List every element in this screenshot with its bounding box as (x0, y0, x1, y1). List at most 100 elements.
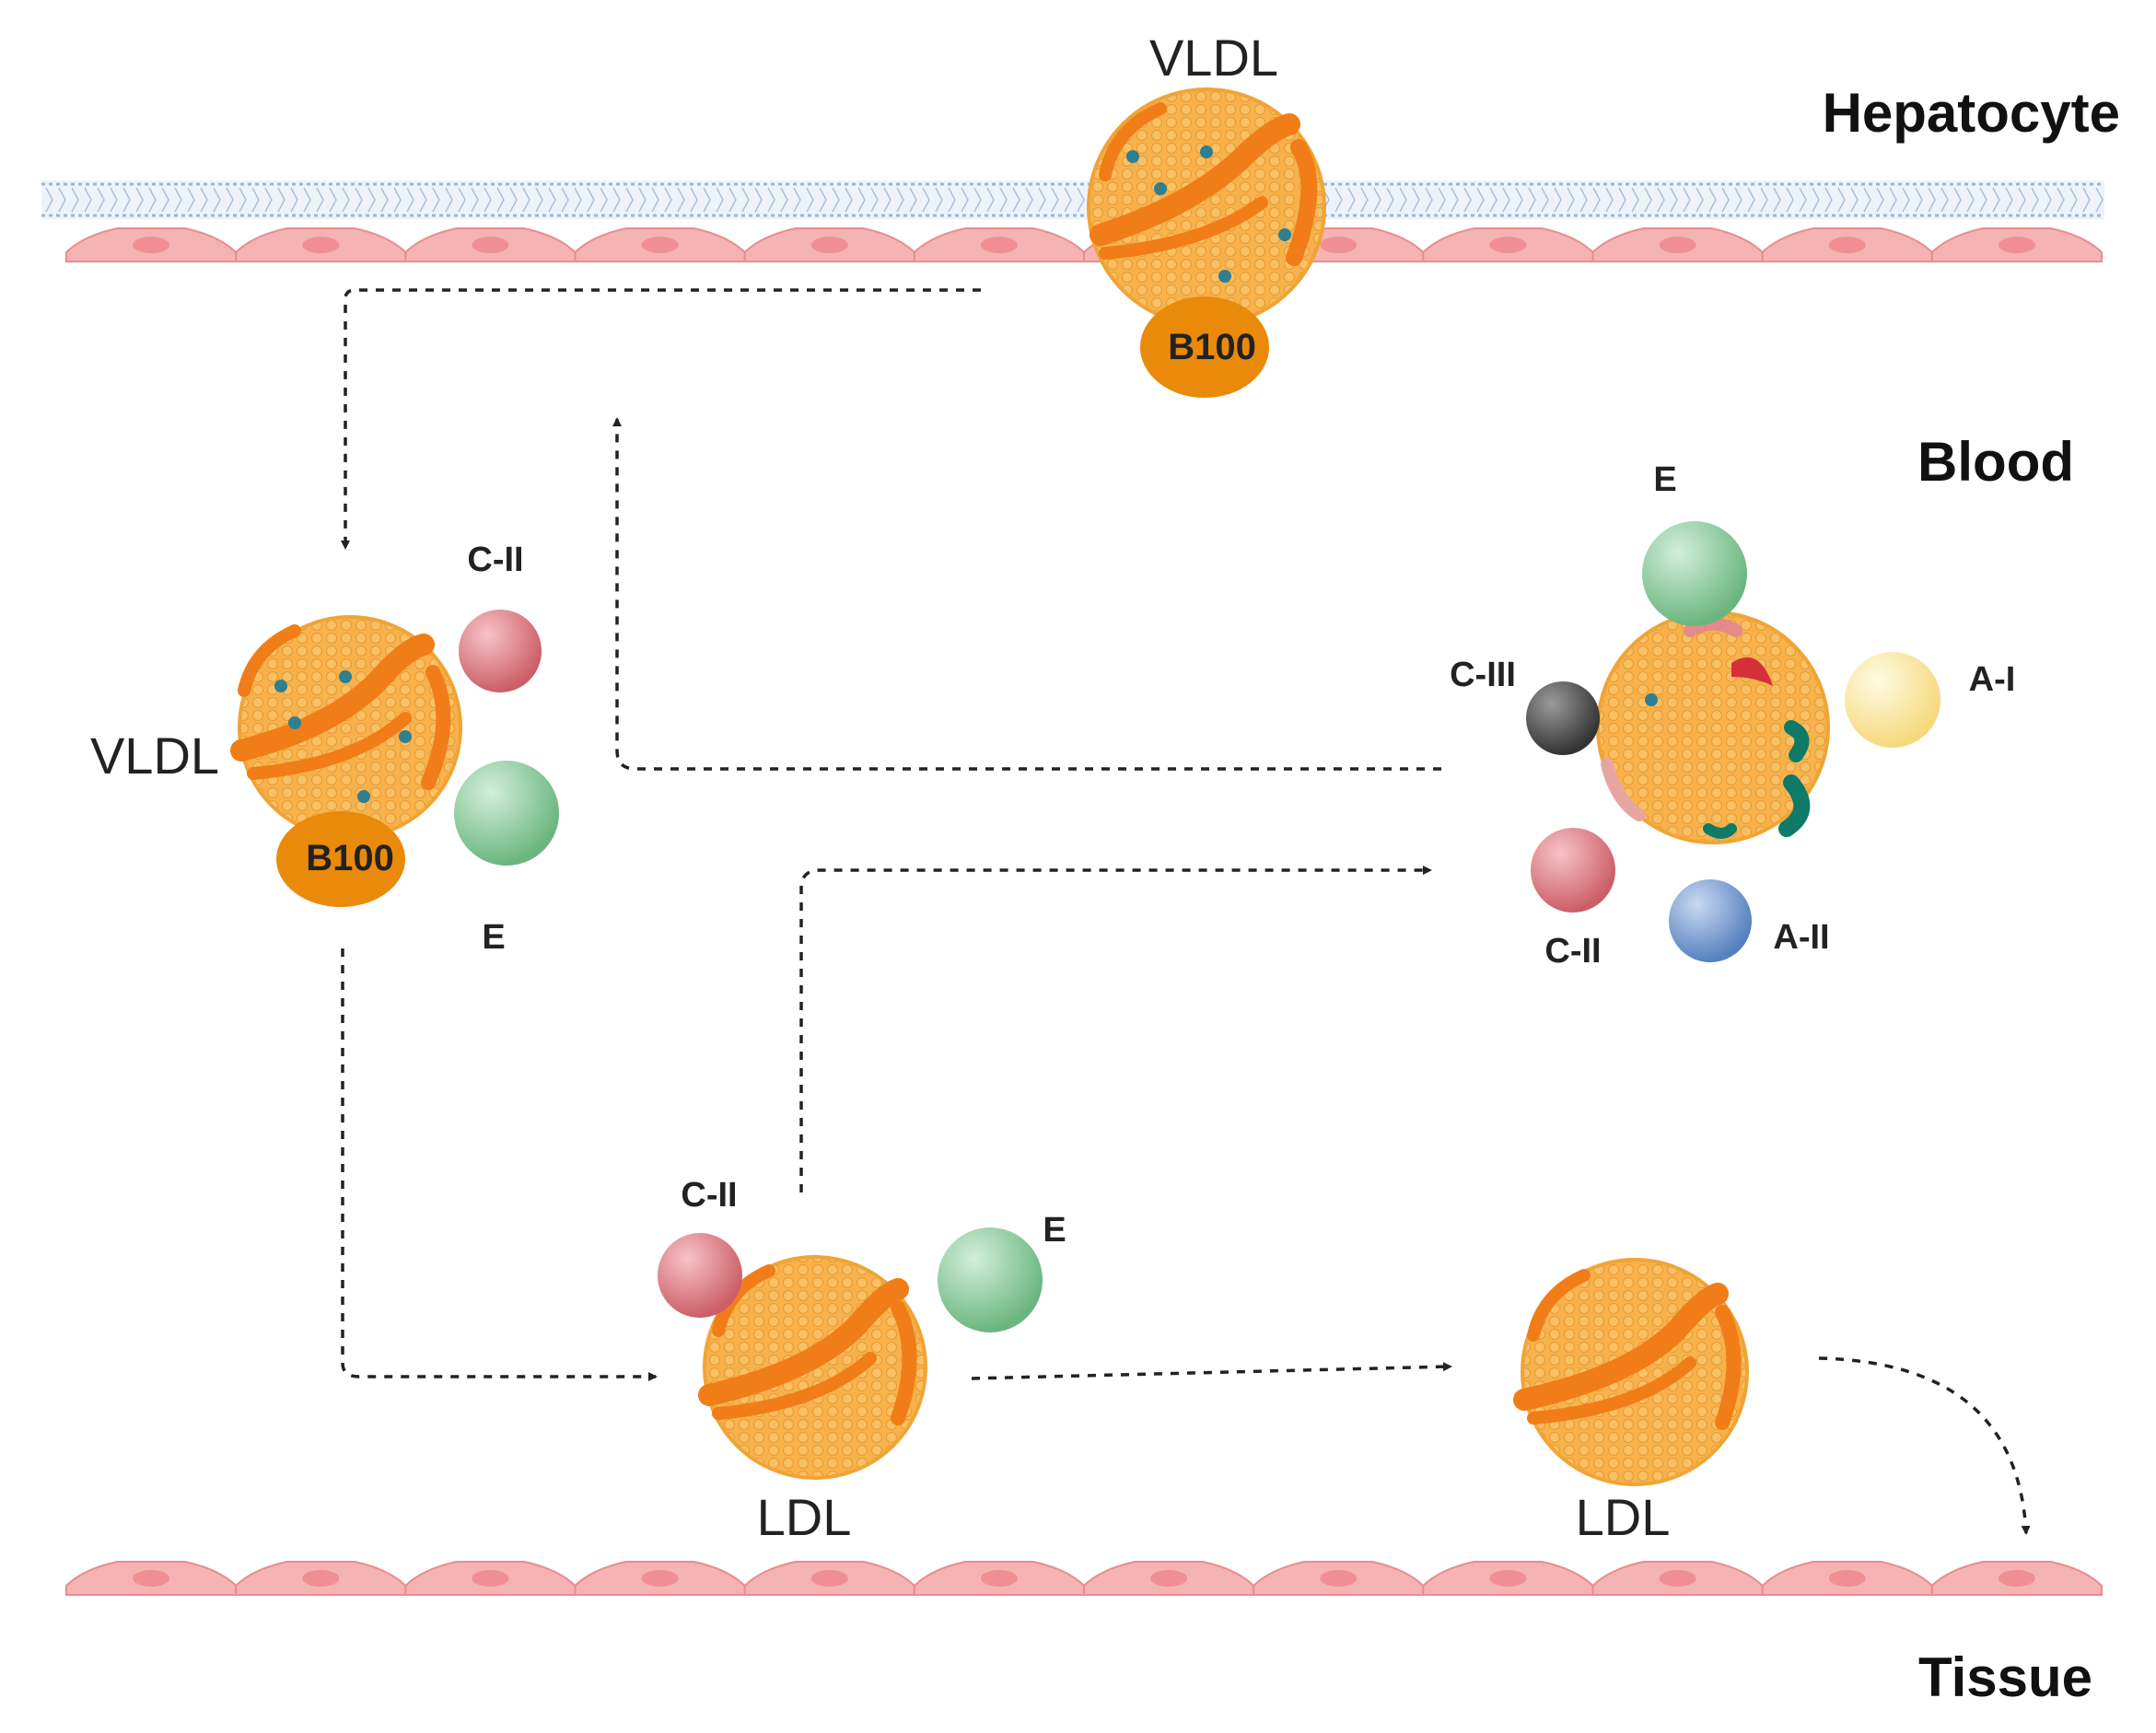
blood-label: Blood (1917, 431, 2074, 493)
membrane-lipid (883, 187, 892, 213)
hepatocyte-cell-nucleus (1828, 237, 1866, 253)
membrane-lipid (935, 187, 943, 213)
apoc2-right-label: C-II (1544, 932, 1601, 971)
hepatocyte-cell-nucleus (810, 237, 848, 253)
membrane-lipid (2018, 187, 2026, 213)
membrane-lipid (1760, 187, 1768, 213)
membrane-lipid (1644, 187, 1652, 213)
membrane-lipid (1940, 187, 1949, 213)
membrane-lipid (367, 187, 376, 213)
membrane-lipid (767, 187, 775, 213)
membrane-lipid (2005, 187, 2013, 213)
membrane-lipid (496, 187, 505, 213)
membrane-lipid (97, 187, 105, 213)
hepatocyte-cell-nucleus (302, 237, 340, 253)
apoc2-left-label: C-II (467, 541, 523, 579)
tissue-cell-nucleus (302, 1570, 340, 1587)
membrane-lipid (1592, 187, 1601, 213)
membrane-lipid (58, 187, 66, 213)
tissue-cell-nucleus (1489, 1570, 1527, 1587)
membrane-lipid (329, 187, 337, 213)
membrane-lipid (1605, 187, 1614, 213)
membrane-lipid (264, 187, 273, 213)
membrane-lipid (1915, 187, 1923, 213)
membrane-lipid (1438, 187, 1446, 213)
membrane-lipid (1051, 187, 1059, 213)
membrane-lipid (664, 187, 672, 213)
membrane-lipid (1837, 187, 1846, 213)
apoe-middle-label: E (1043, 1211, 1066, 1250)
membrane-lipid (870, 187, 879, 213)
membrane-lipid (1696, 187, 1704, 213)
membrane-lipid (1670, 187, 1678, 213)
hepatocyte-cell-nucleus (1998, 237, 2035, 253)
membrane-lipid (574, 187, 582, 213)
membrane-lipid (251, 187, 260, 213)
membrane-lipid (1038, 187, 1046, 213)
membrane-lipid (380, 187, 389, 213)
vldl-top-label: VLDL (1149, 29, 1278, 87)
membrane-lipid (587, 187, 595, 213)
arrow-ldl-to-hdl (799, 866, 1432, 1192)
membrane-lipid (948, 187, 956, 213)
hepatocyte-cell-nucleus (472, 237, 509, 253)
membrane-lipid (1966, 187, 1975, 213)
membrane-lipid (999, 187, 1008, 213)
membrane-lipid (1683, 187, 1691, 213)
membrane-lipid (1412, 187, 1420, 213)
membrane-lipid (561, 187, 569, 213)
ldl-particle-middle: C-II E LDL (658, 1176, 1066, 1546)
membrane-lipid (832, 187, 840, 213)
membrane-lipid (535, 187, 543, 213)
tissue-cell-nucleus (1998, 1570, 2035, 1587)
membrane-lipid (484, 187, 492, 213)
apoa2-right (1669, 879, 1752, 962)
membrane-lipid (716, 187, 724, 213)
membrane-lipid (857, 187, 866, 213)
membrane-lipid (1579, 187, 1588, 213)
membrane-lipid (187, 187, 195, 213)
apoa2-right-label: A-II (1773, 918, 1829, 957)
membrane-lipid (122, 187, 131, 213)
membrane-lipid (239, 187, 247, 213)
apob100-left-label: B100 (306, 838, 394, 878)
membrane-lipid (1734, 187, 1742, 213)
membrane-lipid (793, 187, 801, 213)
membrane-lipid (845, 187, 853, 213)
membrane-lipid (2069, 187, 2078, 213)
tissue-cell-row (65, 1561, 2103, 1596)
membrane-lipid (200, 187, 208, 213)
membrane-lipid (896, 187, 904, 213)
membrane-lipid (290, 187, 298, 213)
membrane-lipid (419, 187, 427, 213)
membrane-lipid (922, 187, 930, 213)
membrane-lipid (741, 187, 750, 213)
membrane-lipid (1928, 187, 1936, 213)
membrane-lipid (1902, 187, 1910, 213)
membrane-lipid (277, 187, 286, 213)
membrane-lipid (819, 187, 827, 213)
arrow-hdl-to-liver (612, 417, 1441, 771)
membrane-lipid (1618, 187, 1626, 213)
membrane-lipid (961, 187, 969, 213)
membrane-lipid (1502, 187, 1510, 213)
membrane-lipid (780, 187, 788, 213)
hdl-particle-right: E C-III A-I C-II A-II (1450, 460, 2015, 971)
apoe-left (454, 761, 559, 866)
ldl-middle-label: LDL (757, 1488, 852, 1546)
membrane-lipid (174, 187, 182, 213)
membrane-lipid (1386, 187, 1394, 213)
ldl-particle-right: LDL (1513, 1258, 1749, 1546)
membrane-lipid (2031, 187, 2039, 213)
membrane-lipid (1360, 187, 1369, 213)
membrane-lipid (754, 187, 763, 213)
membrane-lipid (703, 187, 711, 213)
membrane-lipid (1399, 187, 1407, 213)
membrane-lipid (45, 187, 53, 213)
membrane-lipid (973, 187, 982, 213)
tissue-cell-nucleus (1150, 1570, 1188, 1587)
tissue-cell-nucleus (1320, 1570, 1358, 1587)
membrane-lipid (612, 187, 621, 213)
vldl-particle-top: B100 VLDL (1087, 29, 1326, 398)
membrane-lipid (161, 187, 169, 213)
